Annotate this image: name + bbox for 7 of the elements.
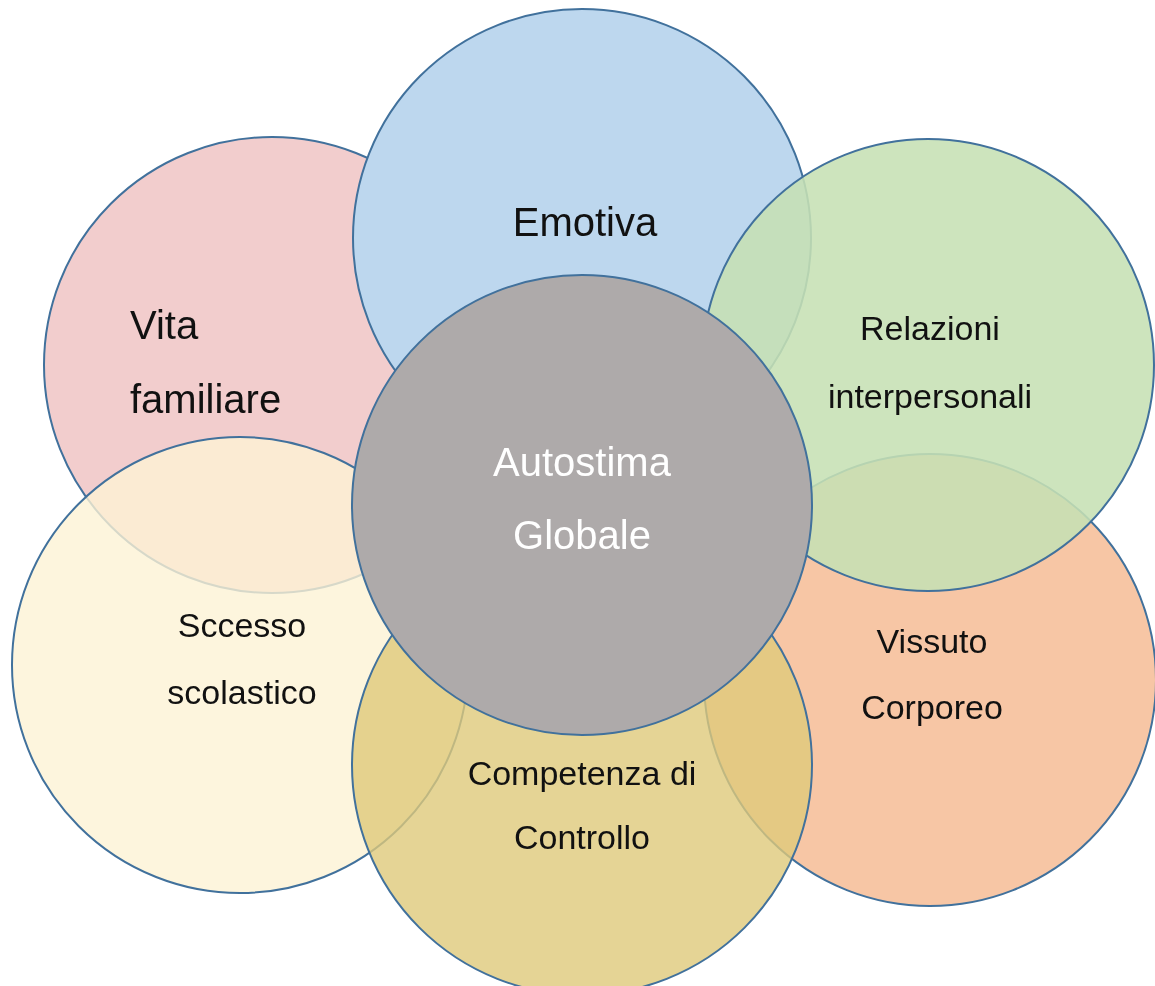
circle-label: Vissuto Corporeo — [860, 621, 1004, 728]
circle-label: Emotiva — [511, 199, 659, 246]
circle-label: Competenza di Controllo — [466, 753, 698, 858]
circle-label: Relazioni interpersonali — [826, 308, 1034, 417]
circle-label: Sccesso scolastico — [166, 605, 318, 713]
circle-label: Vita familiare — [130, 302, 283, 423]
circle-label: Autostima Globale — [492, 439, 672, 559]
